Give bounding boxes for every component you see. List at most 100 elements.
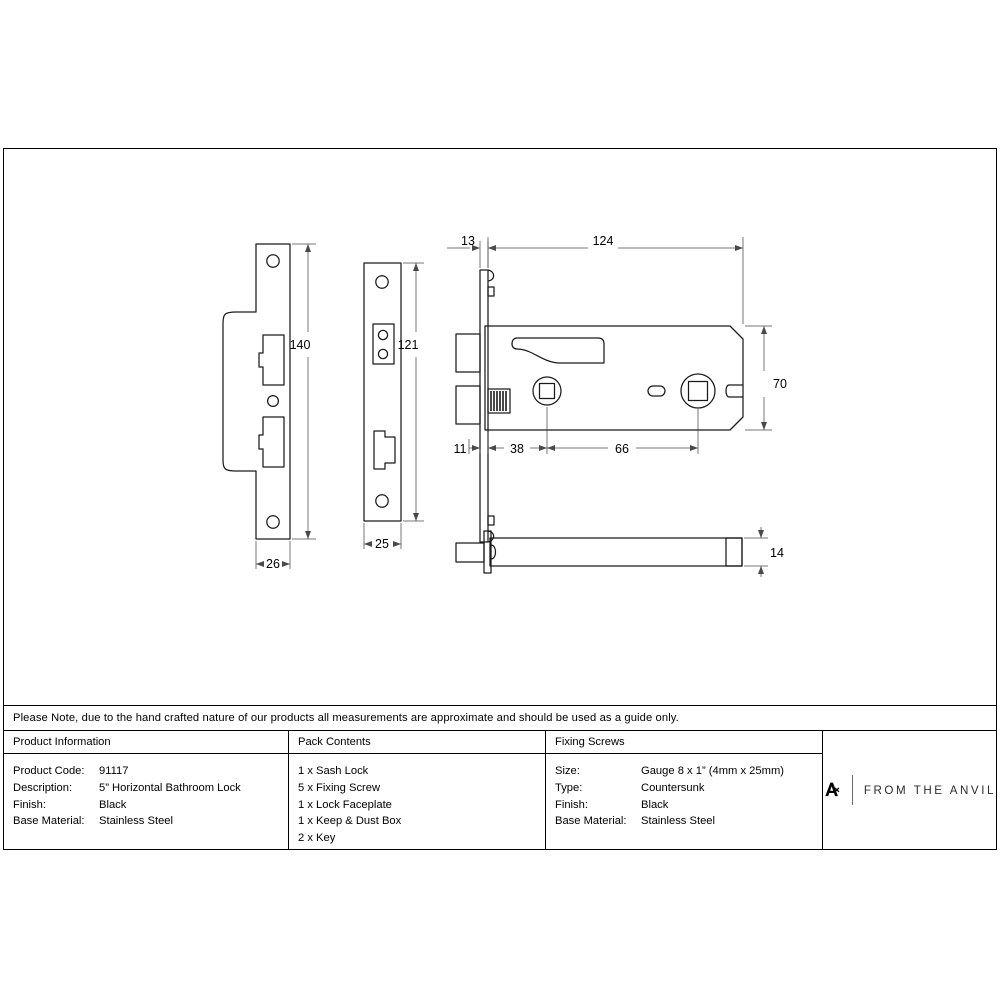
screw-type-label: Type: xyxy=(555,781,583,794)
screw-finish-value: Black xyxy=(641,798,669,811)
table-row: Product Code: 91117 xyxy=(13,763,288,780)
lock-follower-left-square xyxy=(538,382,556,400)
lock-follower-left-circle xyxy=(532,376,562,406)
finish-label: Finish: xyxy=(13,798,46,811)
table-row: Size: Gauge 8 x 1” (4mm x 25mm) xyxy=(555,763,822,780)
finish-value: Black xyxy=(99,798,127,811)
brand-logo: FROM THE ANVIL xyxy=(823,731,996,849)
table-row: Base Material: Stainless Steel xyxy=(13,813,288,830)
key-dimensions xyxy=(744,527,768,577)
faceplate-pin-hole-lower xyxy=(377,348,389,360)
dim-lock-faceplate-thickness: 13 xyxy=(461,234,475,248)
dim-lock-backset-offset: 11 xyxy=(454,442,467,456)
technical-drawing-area: 140 26 xyxy=(4,149,996,705)
product-code-label: Product Code: xyxy=(13,765,85,777)
faceplate-pin-housing xyxy=(372,323,395,365)
measurement-note-row: Please Note, due to the hand crafted nat… xyxy=(4,705,996,731)
brand-logo-column: FROM THE ANVIL xyxy=(823,731,996,849)
dim-lock-backset: 38 xyxy=(510,442,524,456)
dim-lock-centres: 66 xyxy=(615,442,629,456)
base-material-label: Base Material: xyxy=(13,815,85,828)
dim-faceplate-height: 121 xyxy=(398,338,419,352)
keep-plate-dimensions xyxy=(255,243,316,569)
key-collar-detail xyxy=(490,544,497,560)
description-value: 5” Horizontal Bathroom Lock xyxy=(99,781,241,794)
lock-case-side-slot xyxy=(725,384,743,398)
lock-faceplate-strip xyxy=(479,269,489,543)
lock-follower-right-square xyxy=(687,380,709,402)
screw-type-value: Countersunk xyxy=(641,781,705,794)
table-row: Base Material: Stainless Steel xyxy=(555,813,822,830)
keep-plate-screw-hole-top xyxy=(266,254,280,268)
screw-size-value: Gauge 8 x 1” (4mm x 25mm) xyxy=(641,765,784,777)
faceplate-screw-hole-top xyxy=(375,275,389,289)
list-item: 1 x Keep & Dust Box xyxy=(298,815,402,828)
anvil-a-logo-icon xyxy=(825,782,840,797)
lock-case-body xyxy=(484,325,744,431)
technical-drawing-svg: 140 26 xyxy=(222,234,787,577)
keep-plate-center-hole xyxy=(266,394,280,408)
lock-body-dimensions xyxy=(447,237,772,454)
dim-key-thickness: 14 xyxy=(770,546,784,560)
dim-lock-case-length: 124 xyxy=(593,234,614,248)
lock-follower-right-circle xyxy=(680,373,716,409)
lock-faceplate-lug-bottom xyxy=(487,515,495,526)
faceplate-latch-aperture xyxy=(373,430,396,470)
lock-latch-spring-hatch xyxy=(490,391,507,411)
list-item: 5 x Fixing Screw xyxy=(298,781,381,794)
dim-lock-case-height: 70 xyxy=(773,377,787,391)
keep-plate-view xyxy=(222,243,291,540)
dim-keep-height: 140 xyxy=(290,338,311,352)
list-item: 2 x Key xyxy=(298,832,336,845)
table-row: Finish: Black xyxy=(555,797,822,814)
table-row: Description: 5” Horizontal Bathroom Lock xyxy=(13,780,288,797)
measurement-note-text: Please Note, due to the hand crafted nat… xyxy=(13,712,679,724)
drawing-sheet: 140 26 xyxy=(3,148,997,850)
information-table: Product Information Product Code: 91117 … xyxy=(4,731,996,849)
lock-latch-spring-housing xyxy=(487,388,511,414)
keep-plate-outline xyxy=(222,243,291,540)
list-item: 1 x Lock Faceplate xyxy=(298,798,392,811)
lock-latch-bolt xyxy=(455,385,481,425)
brand-wordmark: FROM THE ANVIL xyxy=(863,783,996,797)
product-code-value: 91117 xyxy=(99,765,129,777)
lock-faceplate-tab-top xyxy=(487,269,495,282)
faceplate-view xyxy=(363,262,402,522)
dim-faceplate-width: 25 xyxy=(375,537,389,551)
key-bow-cap xyxy=(725,537,743,567)
pack-contents-heading: Pack Contents xyxy=(289,731,545,754)
key-bit xyxy=(455,542,485,563)
key-view xyxy=(455,530,743,574)
lock-keyhole-slot xyxy=(647,385,666,397)
faceplate-pin-hole-upper xyxy=(377,329,389,341)
keep-plate-screw-hole-bottom xyxy=(266,515,280,529)
lock-lever-pocket xyxy=(511,337,605,364)
screw-finish-label: Finish: xyxy=(555,798,588,811)
screw-base-material-label: Base Material: xyxy=(555,815,627,828)
fixing-screws-heading: Fixing Screws xyxy=(546,731,822,754)
lock-deadbolt xyxy=(455,333,481,373)
lock-body-view xyxy=(455,269,744,543)
faceplate-outline xyxy=(363,262,402,522)
description-label: Description: xyxy=(13,781,73,794)
product-information-heading: Product Information xyxy=(4,731,288,754)
faceplate-dimensions xyxy=(363,262,424,549)
fixing-screws-column: Fixing Screws Size: Gauge 8 x 1” (4mm x … xyxy=(546,731,823,849)
base-material-value: Stainless Steel xyxy=(99,815,174,828)
screw-base-material-value: Stainless Steel xyxy=(641,815,716,828)
table-row: Type: Countersunk xyxy=(555,780,822,797)
lock-faceplate-lug-top xyxy=(487,286,495,297)
product-information-body: Product Code: 91117 Description: 5” Hori… xyxy=(4,754,288,830)
fixing-screws-body: Size: Gauge 8 x 1” (4mm x 25mm) Type: Co… xyxy=(546,754,822,830)
list-item: 1 x Sash Lock xyxy=(298,765,369,777)
product-information-column: Product Information Product Code: 91117 … xyxy=(4,731,289,849)
keep-plate-deadbolt-aperture xyxy=(258,416,285,468)
keep-plate-latch-aperture xyxy=(258,334,285,386)
faceplate-screw-hole-bottom xyxy=(375,494,389,508)
pack-contents-body: 1 x Sash Lock 5 x Fixing Screw 1 x Lock … xyxy=(289,754,545,847)
pack-contents-column: Pack Contents 1 x Sash Lock 5 x Fixing S… xyxy=(289,731,546,849)
logo-divider xyxy=(852,775,853,805)
key-shaft xyxy=(489,537,743,567)
screw-size-label: Size: xyxy=(555,765,580,777)
dim-keep-width: 26 xyxy=(266,557,280,571)
